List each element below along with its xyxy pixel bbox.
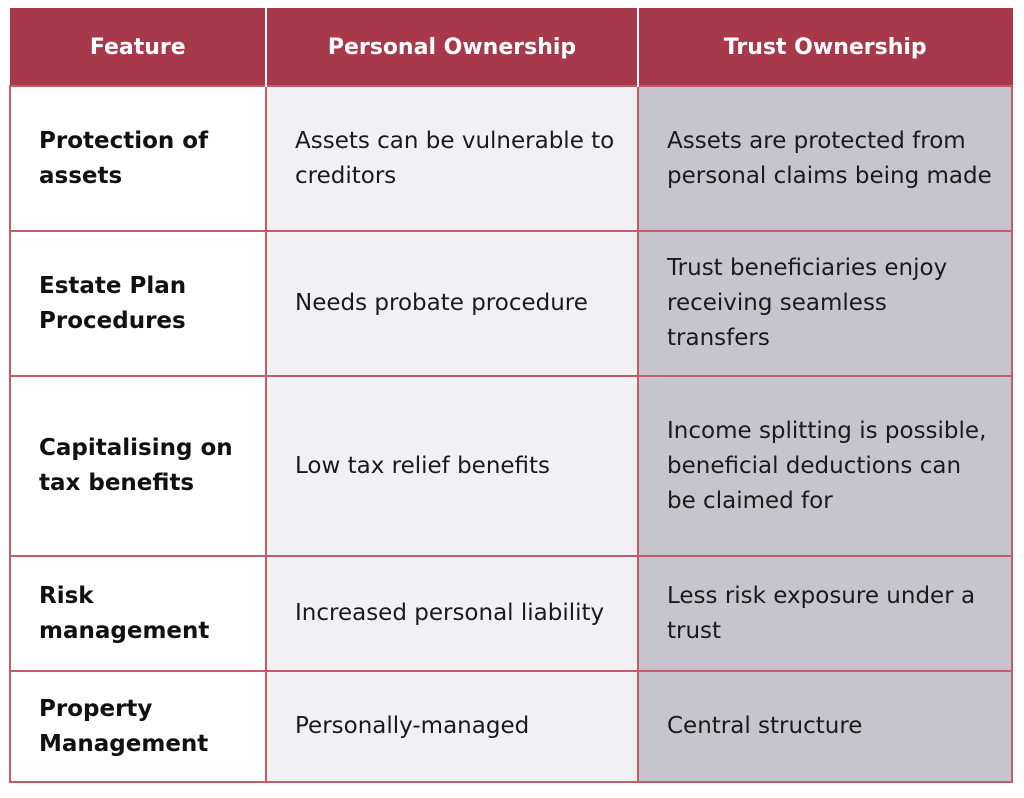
personal-ownership-cell: Low tax relief benefits xyxy=(265,375,639,557)
ownership-comparison-table: Feature Personal Ownership Trust Ownersh… xyxy=(9,8,1013,783)
trust-ownership-cell: Central structure xyxy=(637,670,1013,783)
feature-cell: Risk management xyxy=(9,555,267,672)
table-row: Risk management Increased personal liabi… xyxy=(9,555,1013,672)
table-header: Feature Personal Ownership Trust Ownersh… xyxy=(9,8,1013,86)
header-trust-ownership: Trust Ownership xyxy=(637,8,1013,86)
feature-cell: Estate Plan Procedures xyxy=(9,230,267,377)
personal-ownership-cell: Personally-managed xyxy=(265,670,639,783)
header-personal-ownership: Personal Ownership xyxy=(265,8,639,86)
trust-ownership-cell: Income splitting is possible, beneficial… xyxy=(637,375,1013,557)
trust-ownership-cell: Trust beneficiaries enjoy receiving seam… xyxy=(637,230,1013,377)
table-body: Protection of assets Assets can be vulne… xyxy=(9,85,1013,783)
table-row: Protection of assets Assets can be vulne… xyxy=(9,85,1013,232)
feature-cell: Capitalising on tax benefits xyxy=(9,375,267,557)
personal-ownership-cell: Increased personal liability xyxy=(265,555,639,672)
feature-cell: Protection of assets xyxy=(9,85,267,232)
personal-ownership-cell: Needs probate procedure xyxy=(265,230,639,377)
table-row: Property Management Personally-managed C… xyxy=(9,670,1013,783)
trust-ownership-cell: Assets are protected from personal claim… xyxy=(637,85,1013,232)
feature-cell: Property Management xyxy=(9,670,267,783)
trust-ownership-cell: Less risk exposure under a trust xyxy=(637,555,1013,672)
header-row: Feature Personal Ownership Trust Ownersh… xyxy=(9,8,1013,86)
personal-ownership-cell: Assets can be vulnerable to creditors xyxy=(265,85,639,232)
header-feature: Feature xyxy=(9,8,267,86)
table-row: Estate Plan Procedures Needs probate pro… xyxy=(9,230,1013,377)
comparison-table-container: Feature Personal Ownership Trust Ownersh… xyxy=(9,8,1013,783)
table-row: Capitalising on tax benefits Low tax rel… xyxy=(9,375,1013,557)
